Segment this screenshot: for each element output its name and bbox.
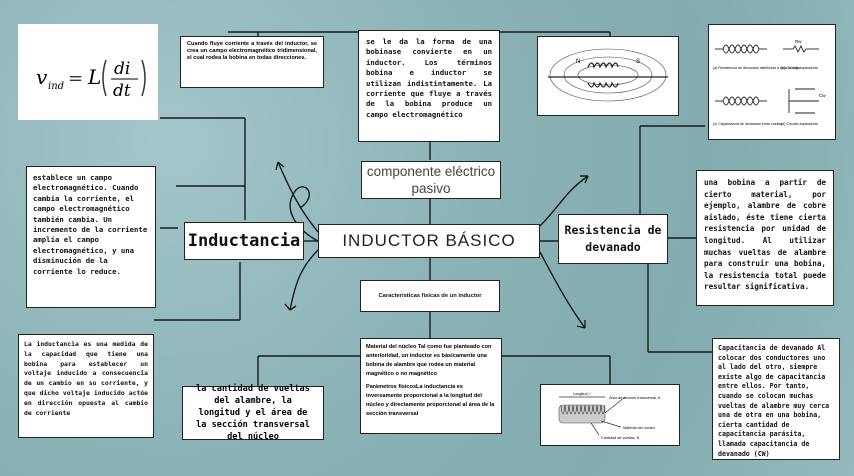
- core-figure-card: Longitud, l Área de sección transversal,…: [540, 384, 680, 446]
- caption-c: (c) Capacitancia de devanado entre vuelt…: [713, 122, 783, 126]
- winding-resistance-figure: Rw Cw (a) Resistencia de devanado distri…: [713, 39, 826, 126]
- material-text: Material del núcleo Tal como fue plantea…: [366, 344, 492, 377]
- cw-label: Cw: [819, 93, 826, 98]
- caption-a: (a) Resistencia de devanado distribuida …: [713, 66, 800, 70]
- formula-lhs-sub: ind: [48, 81, 64, 92]
- rw-label: Rw: [795, 39, 802, 44]
- resistencia-title: Resistencia de devanado: [564, 223, 662, 254]
- formula-equals: =: [68, 68, 83, 89]
- resistencia-text-card: una bobina a partir de cierto material, …: [696, 170, 834, 306]
- center-title-card: INDUCTOR BÁSICO: [318, 224, 540, 258]
- inductancia-title-card: Inductancia: [184, 222, 304, 260]
- center-title: INDUCTOR BÁSICO: [342, 231, 516, 250]
- subtitle-text: componente eléctrico pasivo: [366, 164, 496, 196]
- material-card: Material del núcleo Tal como fue plantea…: [360, 338, 502, 434]
- caracteristicas-title: Características físicas de un inductor: [378, 293, 482, 299]
- definicion-text: La inductancia es una medida de la capac…: [24, 340, 148, 417]
- solenoid-field-figure: N S: [548, 48, 668, 102]
- label-length: Longitud, l: [573, 392, 591, 396]
- south-label: S: [636, 59, 640, 65]
- capacitancia-card: Capacitancia de devanado Al colocar dos …: [712, 338, 840, 460]
- definicion-card: La inductancia es una medida de la capac…: [18, 334, 154, 438]
- inductancia-title: Inductancia: [187, 231, 301, 251]
- caption-b: (b) Circuito equivalente: [781, 66, 818, 70]
- caracteristicas-card: Características físicas de un inductor: [360, 280, 500, 312]
- flujo-text: Cuando fluye corriente a través del indu…: [187, 41, 317, 61]
- resistencia-text: una bobina a partir de cierto material, …: [704, 178, 826, 292]
- label-area: Área de sección transversal, A: [609, 396, 661, 400]
- magnet-figure-card: N S: [537, 36, 679, 116]
- forma-text: se le da la forma de una bobinase convie…: [366, 37, 492, 119]
- cantidad-text: la cantidad de vueltas del alambre, la l…: [196, 384, 310, 442]
- campo-card: establece un campo electromagnético. Cua…: [26, 166, 156, 308]
- campo-text: establece un campo electromagnético. Cua…: [33, 173, 148, 276]
- inductor-core-figure: Longitud, l Área de sección transversal,…: [558, 392, 661, 440]
- forma-card: se le da la forma de una bobinase convie…: [358, 30, 500, 142]
- resistencia-title-card: Resistencia de devanado: [558, 214, 668, 264]
- formula-num: di: [114, 59, 130, 79]
- formula-l: L: [87, 65, 101, 89]
- label-turns: Cantidad de vueltas, N: [601, 436, 640, 440]
- flujo-card: Cuando fluye corriente a través del indu…: [180, 36, 324, 88]
- capacitancia-text: Capacitancia de devanado Al colocar dos …: [718, 344, 830, 458]
- north-label: N: [576, 59, 580, 65]
- formula-den: dt: [113, 81, 131, 101]
- subtitle-card: componente eléctrico pasivo: [361, 161, 501, 199]
- formula-card: v ind = L di dt: [18, 24, 158, 120]
- caption-d: (d) Circuito equivalente: [781, 122, 818, 126]
- winding-figure-card: Rw Cw (a) Resistencia de devanado distri…: [708, 24, 836, 140]
- inductance-formula: v ind = L di dt: [36, 59, 146, 101]
- parametros-text: Parámetros físicosLa inductancia es inve…: [366, 384, 495, 417]
- formula-lhs: v: [36, 65, 48, 89]
- cantidad-card: la cantidad de vueltas del alambre, la l…: [182, 384, 324, 442]
- label-core: Material del núcleo: [623, 426, 655, 430]
